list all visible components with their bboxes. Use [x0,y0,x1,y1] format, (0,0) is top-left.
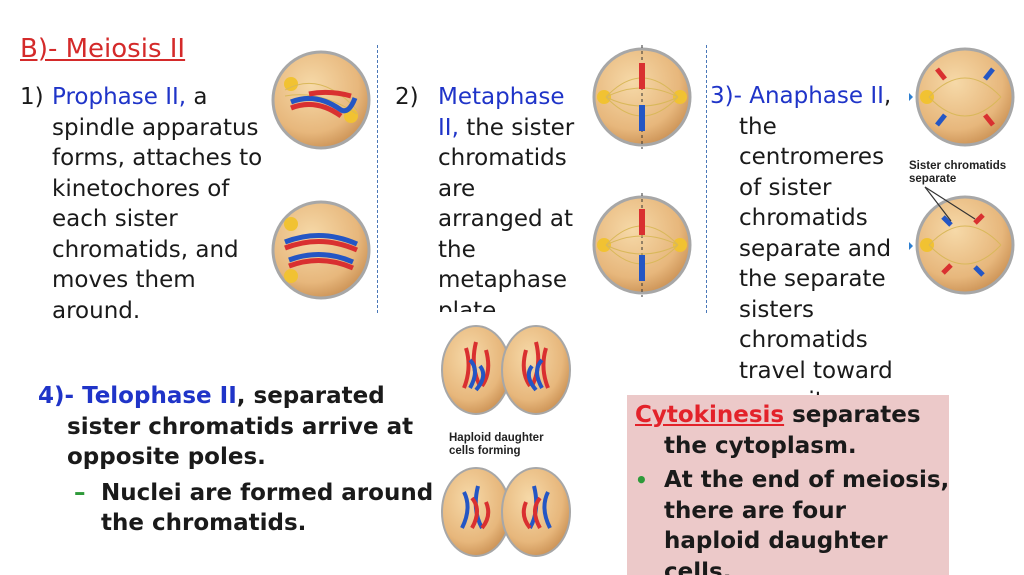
text-fragment: a [186,84,208,110]
text-line: separate and [710,234,910,265]
text-fragment: are [438,175,476,202]
text-fragment: of sister [739,174,832,201]
text-line: kinetochores of [52,174,282,205]
metaphase-number: 2) [395,84,419,110]
triangle-marker-icon [909,93,913,101]
text-line: Metaphase [438,82,588,113]
text-fragment: plate. [438,297,504,313]
text-fragment: chromatids [739,327,868,353]
text-line: plate. [438,296,588,313]
cytokinesis-bullet: • At the end of meiosis, there are four ha… [635,465,955,575]
sister-label-line-2: separate [909,173,957,185]
telophase-block: 4)- Telophase II, separated sister chrom… [38,381,438,539]
haploid-label-line-2: cells forming [449,445,521,457]
metaphase-cell-2 [592,193,692,297]
text-fragment: , [883,83,892,109]
text-fragment: sisters [739,296,814,323]
stage-name: 3)- Anaphase II [710,83,884,109]
text-line: 3)- Anaphase II, [710,81,910,112]
bullet-icon: • [635,468,648,492]
cytokinesis-box [627,395,949,575]
telophase-sub-bullet: – Nuclei are formed around the chromatid… [38,478,438,539]
telophase-line-2: sister chromatids arrive at [67,413,414,440]
text-line: each sister [52,204,282,235]
cytokinesis-text: Cytokinesis separates the cytoplasm. • A… [635,400,955,575]
text-fragment: forms, attaches to [52,145,263,171]
text-fragment: kinetochores of [52,175,230,202]
text-line: sisters [710,295,910,326]
text-line: the [710,112,910,143]
telophase-cell-2 [441,467,571,557]
telophase-sub-line-1: Nuclei are formed around [101,479,434,506]
text-line: metaphase [438,265,588,296]
text-fragment: separate and [739,235,892,262]
text-line: of sister [710,173,910,204]
column-divider-2 [706,45,707,313]
anaphase-cell-1 [915,47,1015,147]
text-line: chromatids, and [52,235,282,266]
haploid-cells-label: Haploid daughter cells forming [449,432,544,458]
dash-bullet-icon: – [74,479,86,506]
cytokinesis-bullet-line: At the end of meiosis, [664,467,950,493]
text-fragment: travel toward [739,357,893,384]
text-line: forms, attaches to [52,143,282,174]
text-line: II, the sister [438,113,588,144]
metaphase-cell-1 [592,45,692,149]
text-fragment: the sister [458,114,575,141]
cytokinesis-line-2: the cytoplasm. [664,432,857,459]
text-fragment: arranged at [438,206,574,232]
text-fragment: centromeres [739,144,885,170]
text-fragment: metaphase [438,267,568,293]
cytokinesis-bullet-line: there are four [664,497,846,524]
text-fragment: moves them [52,267,196,293]
prophase-cell-2 [271,200,371,300]
telophase-line-1: 4)- Telophase II, separated [38,383,385,409]
text-fragment: around. [52,297,141,324]
text-line: chromatids [710,325,910,356]
prophase-number: 1) [20,84,44,110]
text-line: moves them [52,265,282,296]
text-fragment: chromatids, and [52,236,239,263]
stage-name: Metaphase [438,84,565,110]
anaphase-cell-2 [915,186,1015,295]
cytokinesis-bullet-line: haploid daughter [664,528,888,554]
prophase-cell-1 [271,50,371,150]
stage-name: II, [438,114,459,141]
text-line: chromatids [710,203,910,234]
text-line: around. [52,296,282,327]
text-fragment: chromatids [739,205,868,231]
text-line: chromatids [438,143,588,174]
text-fragment: the [438,236,476,263]
text-fragment: each sister [52,206,178,232]
slide-title: B)- Meiosis II [20,34,186,64]
column-divider-1 [377,45,378,313]
text-fragment: spindle apparatus [52,114,259,141]
sister-label-line-1: Sister chromatids [909,160,1007,172]
text-line: spindle apparatus [52,113,282,144]
cytokinesis-line-1: Cytokinesis separates [635,402,921,428]
text-line: the separate [710,264,910,295]
triangle-marker-icon [909,242,913,250]
telophase-line-3: opposite poles. [67,444,266,470]
text-line: arranged at [438,204,588,235]
text-fragment: the [739,113,777,140]
text-fragment: the separate [739,266,886,292]
text-fragment: chromatids [438,145,567,171]
text-line: travel toward [710,356,910,387]
text-line: are [438,174,588,205]
text-line: centromeres [710,142,910,173]
telophase-sub-line-2: the chromatids. [101,510,307,536]
sister-chromatids-label: Sister chromatids separate [909,160,1006,186]
text-line: the [438,235,588,266]
text-line: Prophase II, a [52,82,282,113]
stage-name: Prophase II, [52,84,187,110]
telophase-cell-1 [441,325,571,415]
cytokinesis-bullet-line: cells. [664,558,732,575]
haploid-label-line-1: Haploid daughter [449,432,544,444]
